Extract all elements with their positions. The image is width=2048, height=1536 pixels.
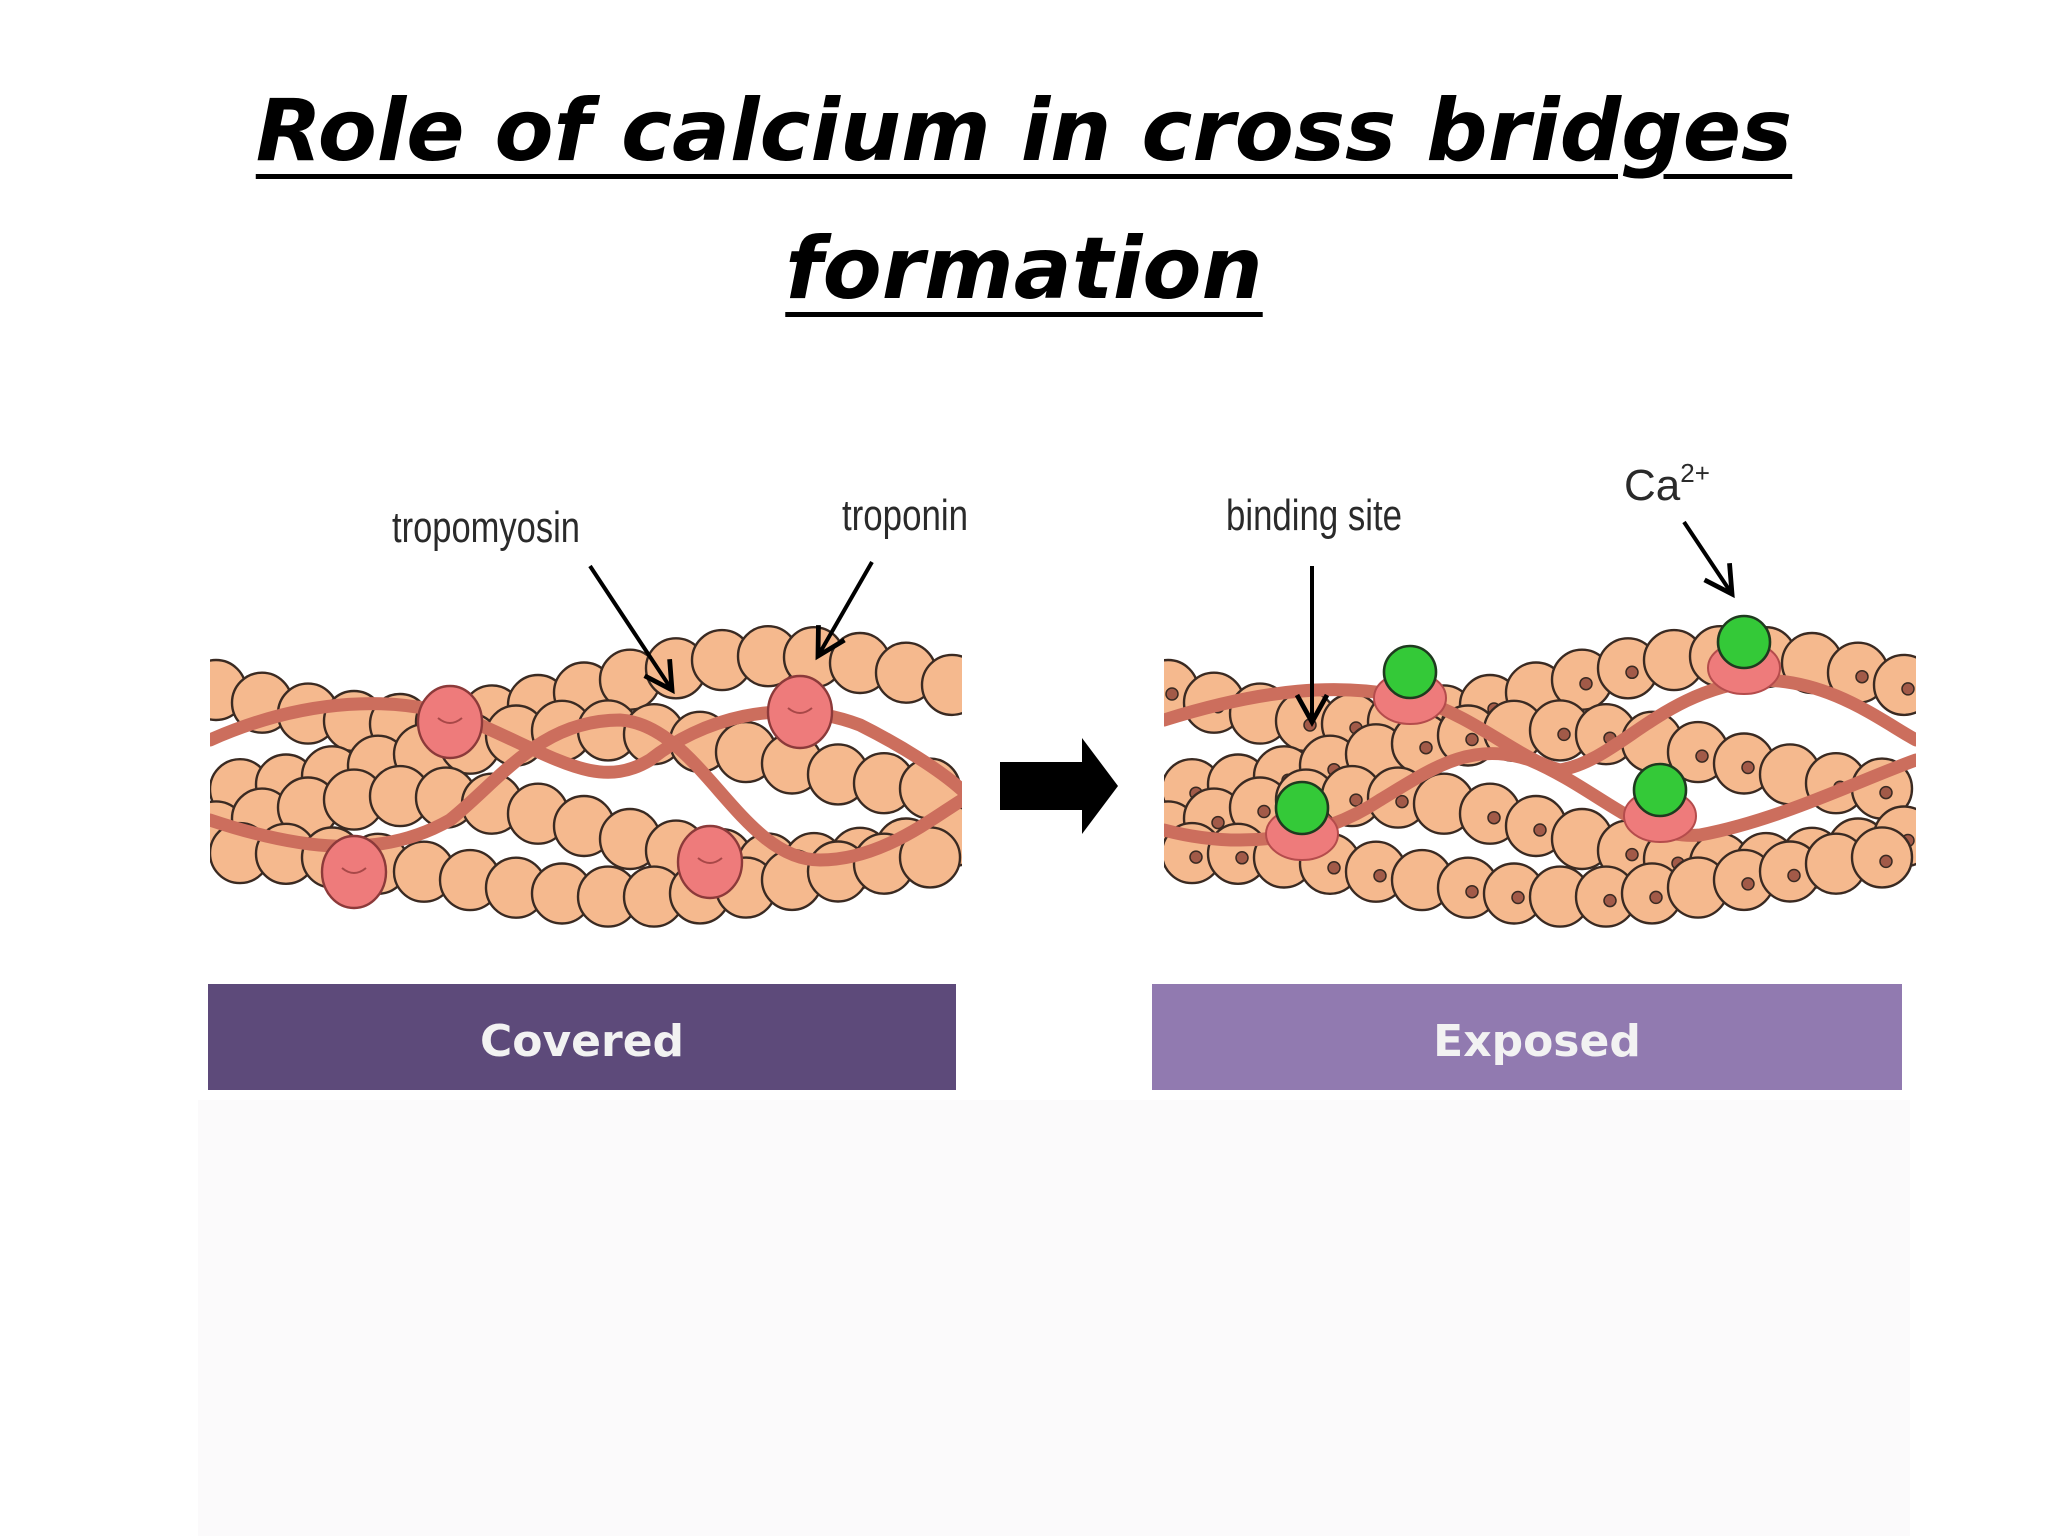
calcium-ion <box>1274 780 1330 836</box>
exposed-bar <box>1152 984 1902 1090</box>
binding-site-dot <box>1487 810 1501 825</box>
title-line-2: formation <box>785 219 1263 319</box>
binding-site-dot <box>1855 669 1869 684</box>
binding-site-dot <box>1511 890 1525 905</box>
binding-site-dot <box>1649 890 1663 905</box>
calcium-symbol: Ca <box>1624 461 1681 510</box>
binding-site-dot <box>1557 727 1571 742</box>
troponin-pointer <box>815 561 874 661</box>
calcium-ion <box>1382 644 1438 700</box>
binding-site-dot <box>1579 676 1593 691</box>
binding-site-dot <box>1349 793 1363 807</box>
title-line-1: Role of calcium in cross bridges <box>255 81 1793 181</box>
actin-beads-covered <box>210 625 962 928</box>
troponin-mark <box>787 707 813 714</box>
troponin-mark <box>437 717 463 724</box>
binding-site-dot <box>1695 749 1709 763</box>
binding-site-dot <box>1787 868 1801 883</box>
binding-site-dot <box>1465 884 1479 899</box>
covered-filament <box>210 625 962 928</box>
troponin-label: troponin <box>842 491 968 540</box>
calcium-ion <box>1632 762 1688 818</box>
binding-site-dot <box>1189 850 1203 864</box>
panel-background-left <box>198 1100 1220 1536</box>
calcium-label: Ca2+ <box>1624 458 1710 510</box>
troponin-calcium-complexes <box>1265 614 1781 861</box>
actin-bead <box>920 653 962 717</box>
exposed-filament <box>1164 614 1916 928</box>
binding-site-dot <box>1603 893 1617 908</box>
binding-site-dot <box>1395 794 1409 809</box>
troponin-mark <box>697 857 723 864</box>
right-arrow-icon <box>1000 738 1118 834</box>
covered-label: Covered <box>480 1016 684 1067</box>
binding-site-dot <box>1625 847 1639 862</box>
binding-site-dot <box>1235 851 1249 865</box>
tropomyosin-strand-upper <box>210 697 962 797</box>
binding-site-dot <box>1257 804 1271 819</box>
troponin-complexes <box>320 674 834 910</box>
binding-site-dot <box>1625 665 1639 680</box>
binding-site-dot <box>1533 823 1547 837</box>
actin-bead <box>1872 653 1916 717</box>
binding-site-dot <box>1741 760 1755 775</box>
binding-site-dot <box>1327 861 1341 875</box>
binding-site-dot <box>1419 740 1433 755</box>
binding-site-dot <box>1373 868 1387 883</box>
binding-site-dot <box>1465 732 1479 747</box>
covered-bar <box>208 984 956 1090</box>
slide-title: Role of calcium in cross bridges formati… <box>0 62 2048 338</box>
calcium-pointer <box>1682 520 1735 599</box>
calcium-charge: 2+ <box>1680 458 1710 488</box>
binding-site-label: binding site <box>1226 491 1402 540</box>
troponin-mark <box>341 867 367 874</box>
tropomyosin-label: tropomyosin <box>392 503 580 552</box>
binding-site-dot <box>1879 854 1893 869</box>
actin-beads-exposed <box>1164 625 1916 928</box>
exposed-label: Exposed <box>1433 1016 1641 1067</box>
calcium-ion <box>1716 614 1772 670</box>
binding-site-dot <box>1165 687 1179 701</box>
binding-site-dot <box>1741 877 1755 891</box>
panel-background-right <box>1140 1100 1910 1536</box>
binding-site-dot <box>1901 682 1915 696</box>
tropomyosin-pointer <box>588 564 675 695</box>
binding-site-dot <box>1879 785 1893 800</box>
binding-site-dot <box>1211 815 1225 830</box>
